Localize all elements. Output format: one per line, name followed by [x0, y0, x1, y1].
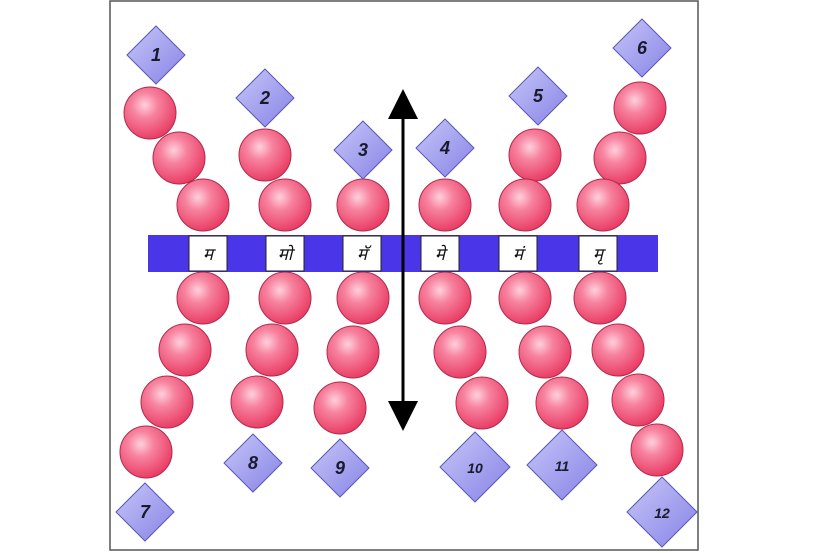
- bead: [140, 375, 194, 429]
- diamond-number: 6: [637, 38, 648, 58]
- number-diamond: [626, 476, 698, 548]
- diamond-number: 5: [533, 86, 544, 106]
- bead: [258, 178, 312, 232]
- number-diamond: [526, 429, 598, 501]
- bead: [535, 376, 589, 430]
- bead: [123, 86, 177, 140]
- number-diamond: [508, 66, 568, 126]
- diamond-number: 9: [335, 458, 345, 478]
- bead: [158, 323, 212, 377]
- diamond-number: 7: [140, 502, 151, 522]
- beads: [119, 81, 684, 479]
- bead: [630, 423, 684, 477]
- diamond-number: 1: [151, 45, 161, 65]
- bead: [498, 271, 552, 325]
- bead: [498, 178, 552, 232]
- bead: [336, 178, 390, 232]
- number-diamond: [612, 18, 672, 78]
- diamond-number: 2: [259, 88, 270, 108]
- bead: [238, 128, 292, 182]
- bead: [176, 271, 230, 325]
- diamond-number: 10: [467, 460, 483, 476]
- diamond-number: 8: [248, 453, 258, 473]
- syllable-box: [578, 235, 618, 272]
- bead: [573, 271, 627, 325]
- bead: [119, 425, 173, 479]
- syllable-box: [420, 235, 460, 272]
- bead: [611, 373, 665, 427]
- number-diamond: [223, 433, 283, 493]
- bead: [576, 178, 630, 232]
- diamond-number: 3: [358, 140, 368, 160]
- bead: [418, 271, 472, 325]
- syllable-box: [265, 235, 305, 272]
- syllable-label: मो: [278, 244, 296, 265]
- bead: [230, 375, 284, 429]
- number-diamond: [439, 431, 511, 503]
- number-diamond: [333, 120, 393, 180]
- bead: [508, 128, 562, 182]
- bead: [418, 178, 472, 232]
- bead: [518, 325, 572, 379]
- bead: [326, 325, 380, 379]
- bead: [591, 323, 645, 377]
- number-diamond: [310, 438, 370, 498]
- diamond-number: 11: [555, 458, 570, 474]
- bead: [152, 131, 206, 185]
- number-diamond: [235, 68, 295, 128]
- syllable-box: [342, 235, 382, 272]
- bead: [313, 381, 367, 435]
- bead: [258, 271, 312, 325]
- number-diamond: [415, 118, 475, 178]
- syllable-box: [188, 235, 228, 272]
- syllable-box: [498, 235, 538, 272]
- bead: [245, 323, 299, 377]
- bead: [433, 325, 487, 379]
- bead: [455, 376, 509, 430]
- bead: [613, 81, 667, 135]
- number-diamond: [115, 482, 175, 542]
- bead: [593, 131, 647, 185]
- diamond-number: 4: [439, 138, 450, 158]
- diamond-number: 12: [654, 505, 670, 521]
- bead: [176, 178, 230, 232]
- number-diamond: [126, 25, 186, 85]
- bead: [336, 271, 390, 325]
